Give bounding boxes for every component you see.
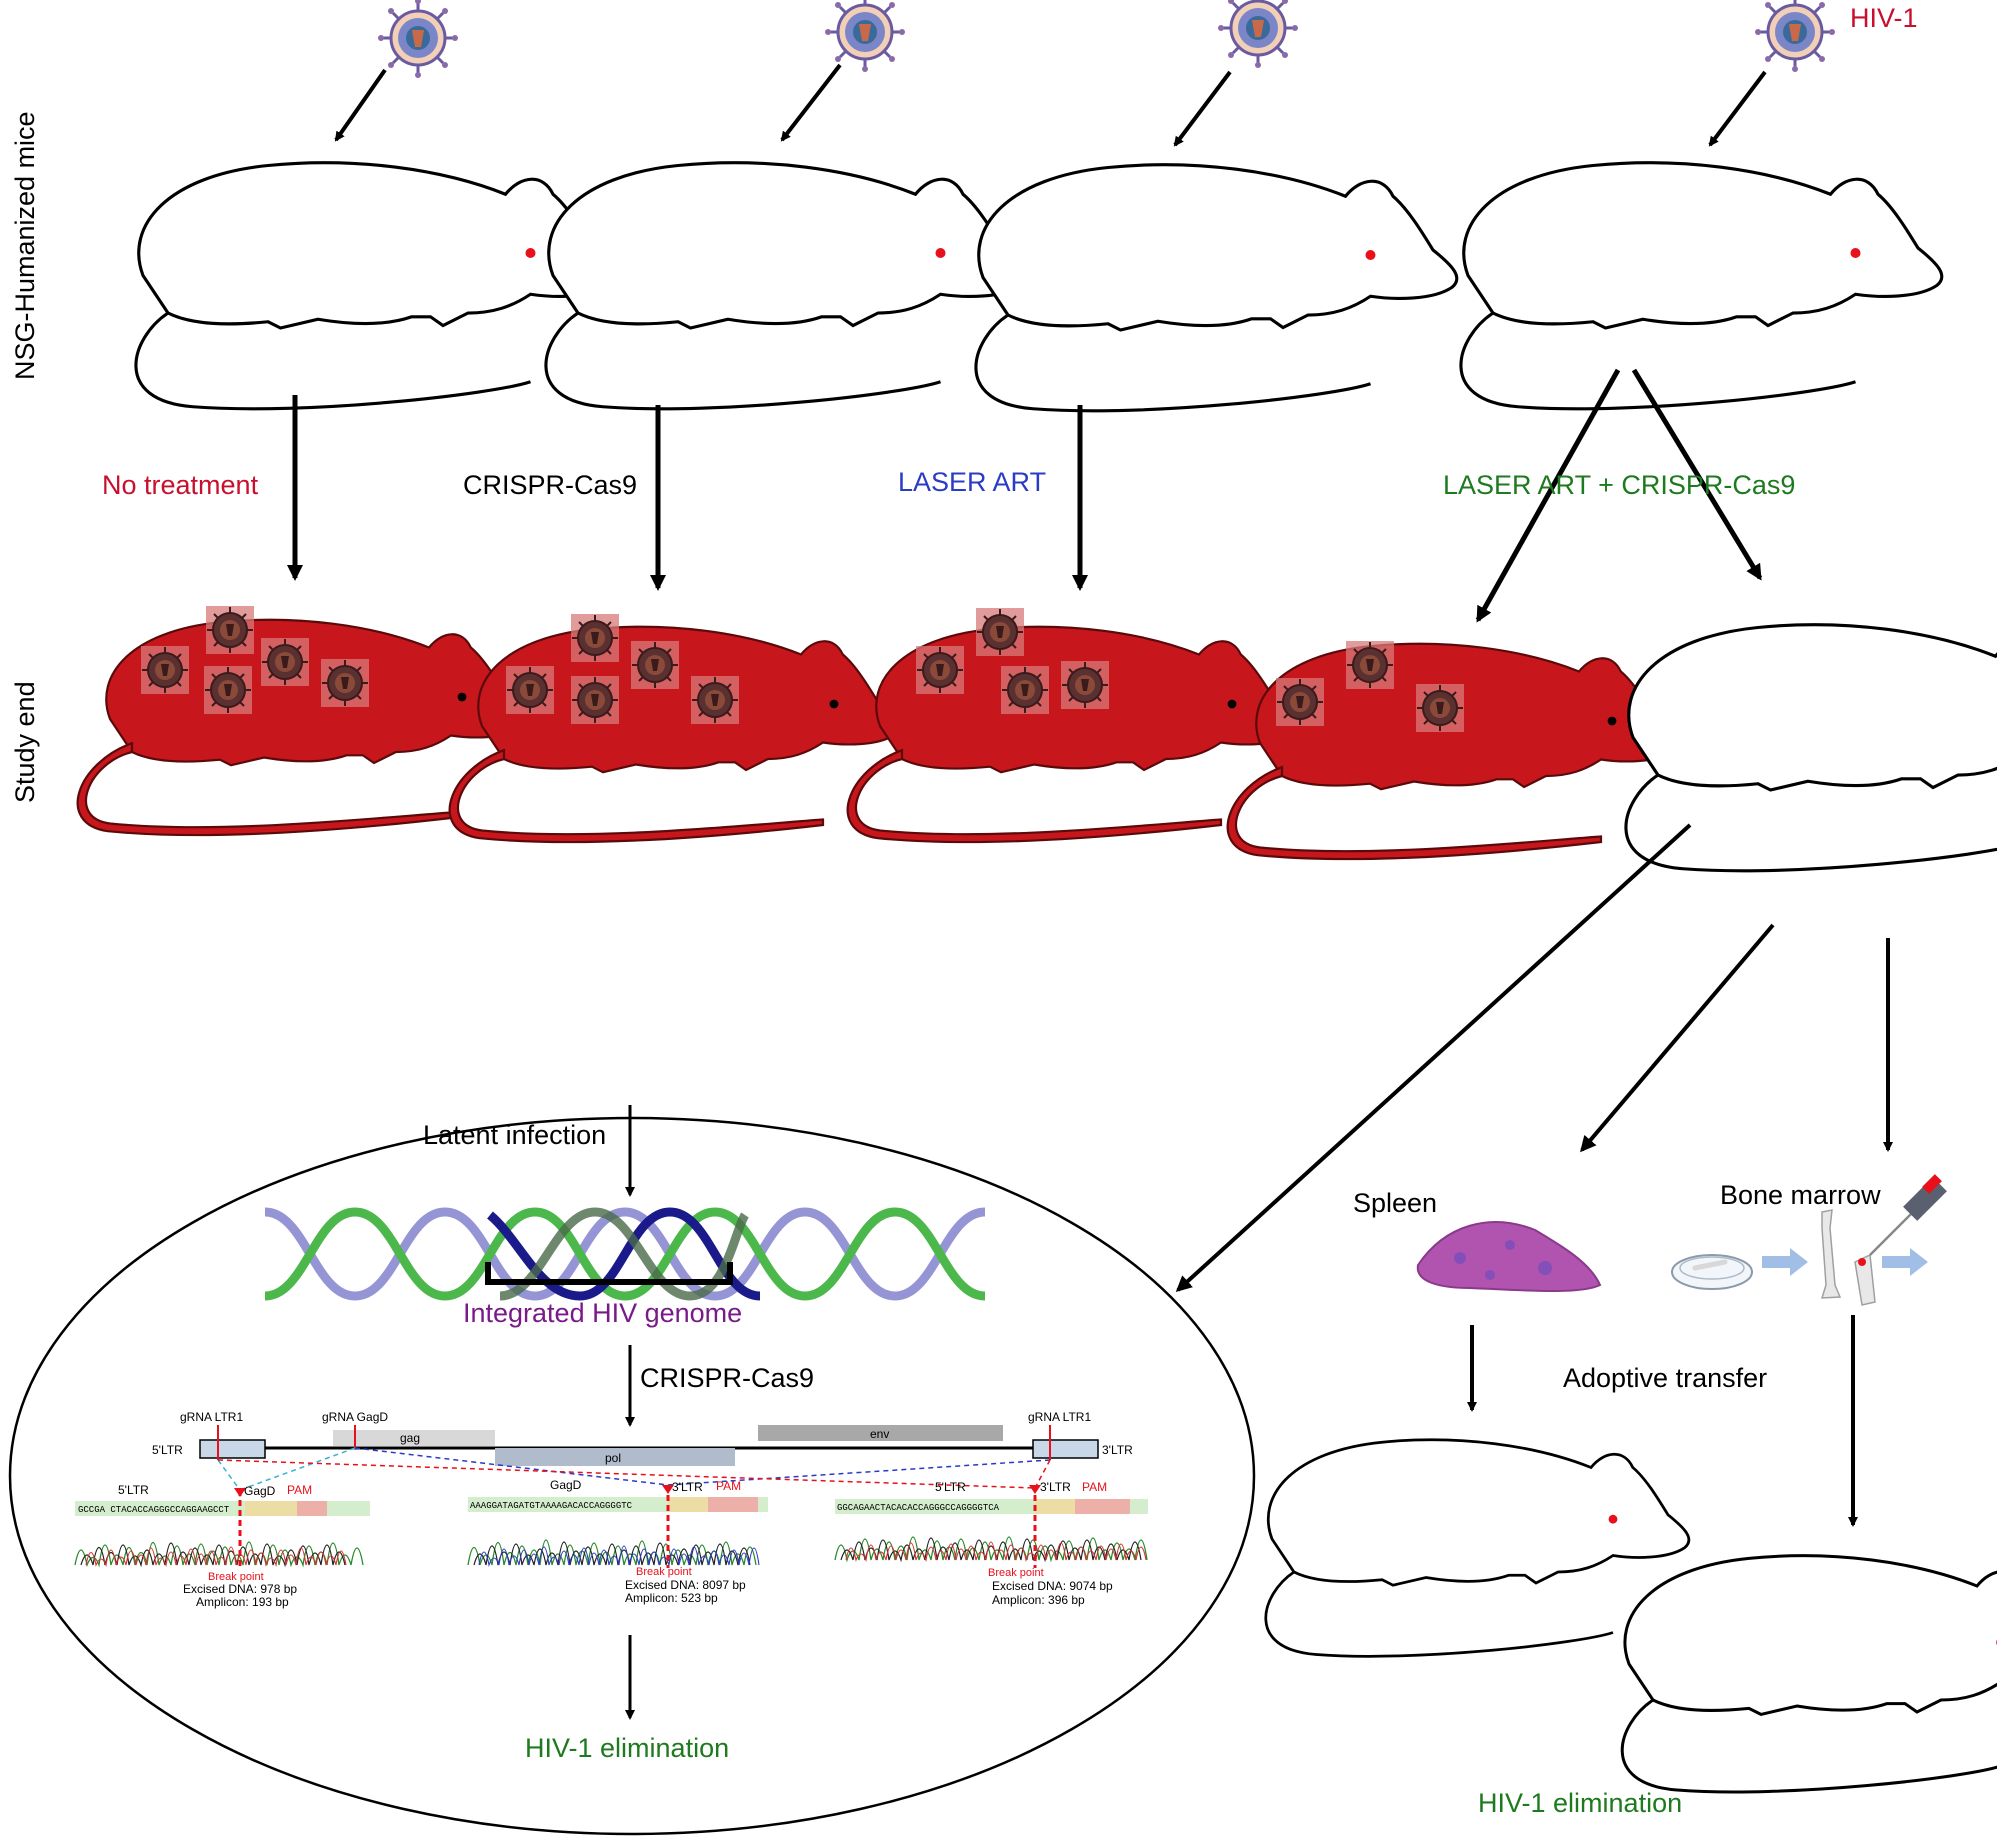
trace2-sequence: AAAGGATAGATGTAAAAGACACCAGGGGTC [470,1501,633,1511]
ltr5-box [199,1439,266,1459]
trace1-excised: Excised DNA: 978 bp [183,1582,297,1596]
trace3-amplicon: Amplicon: 396 bp [992,1593,1085,1607]
humanized-mouse [544,161,1029,411]
trace2-break-label: Break point [636,1566,692,1578]
petri-dish-icon [1671,1254,1753,1290]
humanized-mouse [134,161,619,411]
analysis-arrow [1580,923,1775,1153]
trace1-mid-label: GagD [244,1484,276,1498]
trace1-sequence: GCCGA CTACACCAGGGCCAGGAAGCCT [78,1505,230,1515]
trace1-break-label: Break point [208,1571,264,1583]
infected-mouse [1226,642,1679,861]
infection-arrow [780,63,842,142]
infected-mouse [846,625,1299,844]
hiv-virus-icon [1216,0,1300,70]
chromatogram-1 [74,1488,370,1568]
row-label-top: NSG-Humanized mice [10,111,40,380]
trace3-excised: Excised DNA: 9074 bp [992,1579,1113,1593]
infection-arrow [1173,70,1232,147]
grna-gagd-label: gRNA GagD [322,1410,388,1424]
inner-elimination-label: HIV-1 elimination [525,1733,730,1763]
trace2-left-label: GagD [550,1478,582,1492]
syringe-icon [1903,1177,1947,1221]
ltr5-label: 5'LTR [152,1443,183,1457]
trace3-sequence: GGCAGAACTACACACCAGGGCCAGGGGTCA [837,1503,1000,1513]
trace3-mid-label: 3'LTR [1040,1480,1071,1494]
mechanism-ellipse [8,1116,1256,1836]
infected-mouse [448,625,901,844]
pol-label: pol [605,1451,621,1465]
trace3-break-label: Break point [988,1567,1044,1579]
infection-arrow [1708,70,1767,147]
trace2-pam-label: PAM [716,1479,741,1493]
env-box [758,1425,1003,1441]
row-label-bottom: Study end [10,681,40,803]
hiv-virus-icon [376,0,460,80]
humanized-mouse [1459,161,1944,411]
hiv-label: HIV-1 [1850,3,1918,33]
recipient-mouse-bone-marrow [1620,1554,1997,1794]
trace1-left-label: 5'LTR [118,1483,149,1497]
integration-bracket [485,1262,733,1285]
trace2-excised: Excised DNA: 8097 bp [625,1578,746,1592]
cut-bone-icon [1854,1253,1876,1306]
spleen-texture [1454,1240,1552,1280]
gag-box [333,1430,495,1446]
laser-art-label: LASER ART [898,467,1047,497]
infection-arrow [334,68,387,142]
bone-icon [1820,1209,1842,1299]
treatment-arrow [1475,368,1621,623]
analysis-arrow [1175,823,1692,1293]
gag-label: gag [400,1431,420,1445]
grna-ltr1-left-label: gRNA LTR1 [180,1410,243,1424]
hiv-virus-icon [823,0,907,74]
integrated-genome-label: Integrated HIV genome [463,1298,743,1328]
spleen-label: Spleen [1353,1188,1438,1218]
chromatogram-2 [467,1485,768,1568]
bone-marrow-label: Bone marrow [1720,1180,1881,1210]
cured-mouse [1624,623,1997,873]
no-treatment-label: No treatment [102,470,259,500]
treatment-arrow [1631,368,1763,581]
trace2-amplicon: Amplicon: 523 bp [625,1591,718,1605]
trace2-mid-label: 3'LTR [672,1480,703,1494]
outer-elimination-label: HIV-1 elimination [1478,1788,1683,1818]
adoptive-transfer-label: Adoptive transfer [1563,1363,1768,1393]
genome-map [199,1425,1099,1466]
crispr-label: CRISPR-Cas9 [463,470,638,500]
hiv-virus-icon [1753,0,1837,74]
combo-treatment-label: LASER ART + CRISPR-Cas9 [1443,470,1796,500]
trace3-pam-label: PAM [1082,1480,1107,1494]
bone-marrow-workflow [1671,1174,1947,1306]
trace1-pam-label: PAM [287,1483,312,1497]
trace1-amplicon: Amplicon: 193 bp [196,1595,289,1609]
humanized-mouse [974,163,1459,413]
chromatogram-3 [834,1485,1148,1568]
trace3-left-label: 5'LTR [935,1480,966,1494]
ltr3-box [1032,1439,1099,1459]
grna-ltr1-right-label: gRNA LTR1 [1028,1410,1091,1424]
ltr3-label: 3'LTR [1102,1443,1133,1457]
dna-helix [264,1207,986,1301]
spleen-icon [1416,1221,1602,1292]
env-label: env [870,1427,889,1441]
latent-infection-label: Latent infection [423,1120,607,1150]
pol-box [495,1448,735,1466]
crispr-step-label: CRISPR-Cas9 [640,1363,815,1393]
recipient-mouse-spleen [1264,1438,1691,1658]
